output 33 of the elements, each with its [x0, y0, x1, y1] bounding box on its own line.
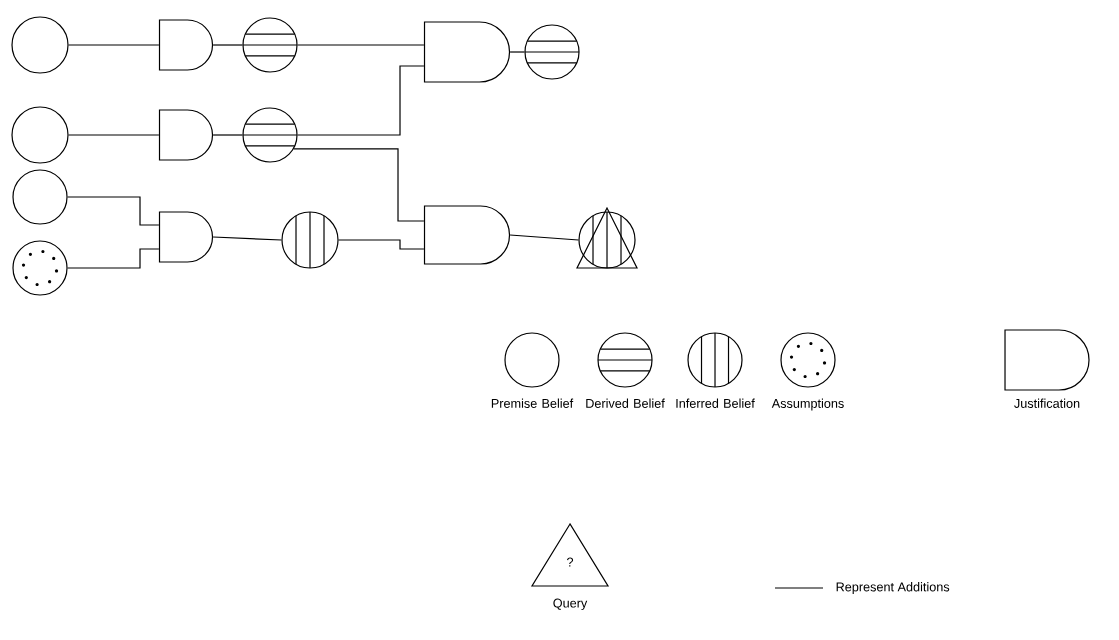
premise-circle [11, 16, 69, 74]
justification-gate [423, 205, 511, 265]
legend-item: Premise Belief [491, 332, 574, 408]
derived-circle [242, 107, 298, 163]
legend-item: Derived Belief [586, 332, 665, 408]
connector-line [212, 44, 243, 46]
connector-line [293, 148, 425, 222]
legend-item: Inferred Belief [676, 332, 755, 408]
derived-circle [242, 17, 298, 73]
premise-circle [11, 106, 69, 164]
assumption-circle [12, 240, 68, 296]
connector-line [297, 65, 425, 136]
premise-circle [12, 169, 68, 225]
legend-item: Represent Additions [774, 582, 950, 594]
inferred-circle [281, 211, 339, 269]
query-mark: ? [567, 557, 574, 567]
connector-line [68, 44, 160, 46]
connector-line [509, 51, 525, 53]
connector-line [67, 248, 160, 269]
connector-line [67, 196, 160, 226]
justification-gate [158, 211, 214, 263]
connector-line [212, 134, 243, 136]
connector-line [68, 134, 160, 136]
connector-line [297, 44, 425, 46]
connector-line [338, 239, 425, 250]
legend-item: Assumptions [771, 332, 844, 411]
justification-gate [158, 109, 214, 161]
derived-circle [524, 24, 580, 80]
legend-item: Justification [1004, 329, 1090, 408]
connector-line [509, 234, 579, 241]
justification-gate [158, 19, 214, 71]
connector-line [212, 236, 282, 241]
justification-gate [423, 21, 511, 83]
